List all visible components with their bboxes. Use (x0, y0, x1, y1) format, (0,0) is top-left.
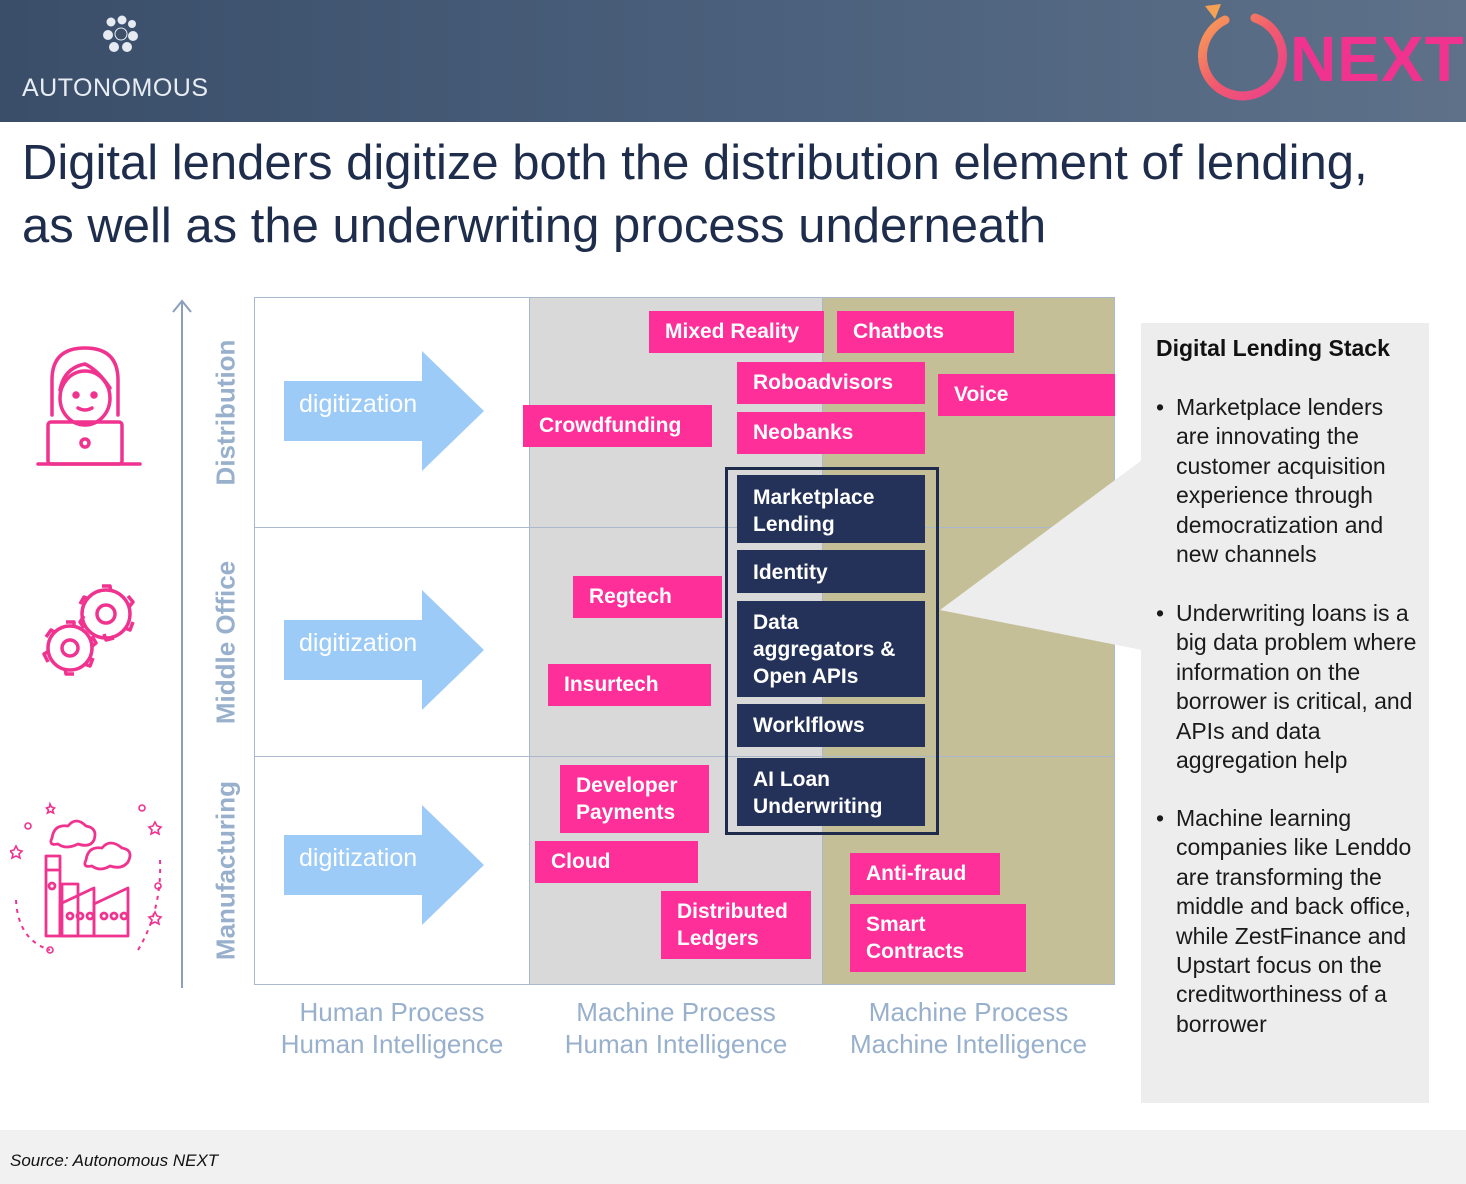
header-banner: AUTONOMOUS NEXT (0, 0, 1466, 122)
stack-marketplace-lending: Marketplace Lending (737, 475, 925, 543)
stack-marketplace-lending-line2: Lending (753, 513, 835, 536)
arrow-label-middle-office: digitization (299, 629, 418, 657)
tag-insurtech: Insurtech (548, 664, 711, 706)
panel-bullet-2: • Underwriting loans is a big data probl… (1156, 599, 1421, 775)
panel-bullet-3: • Machine learning companies like Lenddo… (1156, 804, 1421, 1039)
arrow-label-manufacturing: digitization (299, 844, 418, 872)
column-label-1-line1: Human Process (299, 997, 485, 1027)
tag-mixed-reality: Mixed Reality (649, 311, 824, 353)
tag-developer-payments-line1: Developer (576, 774, 678, 797)
stack-data-aggregators-line2: aggregators & (753, 638, 896, 661)
vertical-axis-line (181, 302, 183, 988)
tag-roboadvisors: Roboadvisors (737, 362, 925, 404)
column-label-2-line1: Machine Process (576, 997, 776, 1027)
column-label-3-line1: Machine Process (868, 997, 1069, 1027)
column-label-1-line2: Human Intelligence (280, 1029, 504, 1059)
panel-bullet-2-text: Underwriting loans is a big data problem… (1176, 600, 1417, 774)
stack-ai-loan-underwriting: AI Loan Underwriting (737, 758, 925, 826)
row-label-manufacturing: Manufacturing (210, 780, 241, 961)
column-label-3: Machine Process Machine Intelligence (822, 996, 1115, 1060)
circular-refresh-arrow-icon (1198, 4, 1287, 101)
bullet-dot: • (1156, 394, 1165, 420)
digitization-arrow-manufacturing (284, 805, 484, 925)
tag-distributed-ledgers: Distributed Ledgers (661, 891, 811, 959)
dotted-sphere-icon (103, 15, 138, 52)
tag-cloud: Cloud (535, 841, 698, 883)
tag-developer-payments: Developer Payments (560, 765, 709, 833)
tag-chatbots: Chatbots (837, 311, 1014, 353)
stack-identity: Identity (737, 550, 925, 593)
tag-voice: Voice (938, 374, 1115, 416)
source-note: Source: Autonomous NEXT (10, 1151, 219, 1170)
column-label-2: Machine Process Human Intelligence (530, 996, 822, 1060)
row-label-middle-office: Middle Office (210, 560, 241, 725)
page-title: Digital lenders digitize both the distri… (22, 136, 1368, 253)
brand-name: AUTONOMOUS (22, 74, 209, 102)
stack-data-aggregators: Data aggregators & Open APIs (737, 601, 925, 697)
panel-title: Digital Lending Stack (1156, 335, 1390, 361)
stack-data-aggregators-line3: Open APIs (753, 665, 859, 688)
row-divider (254, 527, 1115, 528)
tag-anti-fraud: Anti-fraud (850, 853, 1000, 895)
callout-pointer (940, 460, 1142, 650)
tag-smart-contracts-line1: Smart (866, 913, 926, 936)
digitization-arrow-middle-office (284, 590, 484, 710)
stack-marketplace-lending-line1: Marketplace (753, 486, 875, 509)
panel-bullet-1-text: Marketplace lenders are innovating the c… (1176, 394, 1386, 568)
tag-distributed-ledgers-line1: Distributed (677, 900, 788, 923)
column-label-3-line2: Machine Intelligence (849, 1029, 1088, 1059)
panel-bullet-1: • Marketplace lenders are innovating the… (1156, 393, 1421, 569)
tag-smart-contracts: Smart Contracts (850, 904, 1026, 972)
factory-icon (10, 801, 163, 954)
digitization-arrow-distribution (284, 351, 484, 471)
stack-ai-loan-line1: AI Loan (753, 768, 830, 791)
tag-developer-payments-line2: Payments (576, 801, 676, 824)
stack-ai-loan-line2: Underwriting (753, 795, 883, 818)
row-divider (254, 756, 1115, 757)
tag-crowdfunding: Crowdfunding (523, 405, 712, 447)
footer-bar (0, 1130, 1466, 1184)
tag-smart-contracts-line2: Contracts (866, 940, 965, 963)
panel-bullet-3-text: Machine learning companies like Lenddo a… (1176, 805, 1412, 1037)
digital-lending-stack-panel (1141, 323, 1429, 1103)
stack-data-aggregators-line1: Data (753, 611, 799, 634)
tag-neobanks: Neobanks (737, 412, 925, 454)
column-label-2-line2: Human Intelligence (564, 1029, 788, 1059)
tag-regtech: Regtech (573, 576, 722, 618)
arrow-label-distribution: digitization (299, 390, 418, 418)
axis-arrow-up-icon (172, 299, 192, 313)
next-logo-text: NEXT (1290, 23, 1465, 95)
gears-icon (42, 584, 135, 676)
lending-stack-frame (725, 467, 939, 835)
bullet-dot: • (1156, 600, 1165, 626)
tag-distributed-ledgers-line2: Ledgers (677, 927, 759, 950)
woman-laptop-icon (36, 346, 142, 466)
bullet-dot: • (1156, 805, 1165, 831)
column-label-1: Human Process Human Intelligence (254, 996, 530, 1060)
row-label-distribution: Distribution (210, 339, 241, 486)
stack-workflows: Worklflows (737, 704, 925, 747)
